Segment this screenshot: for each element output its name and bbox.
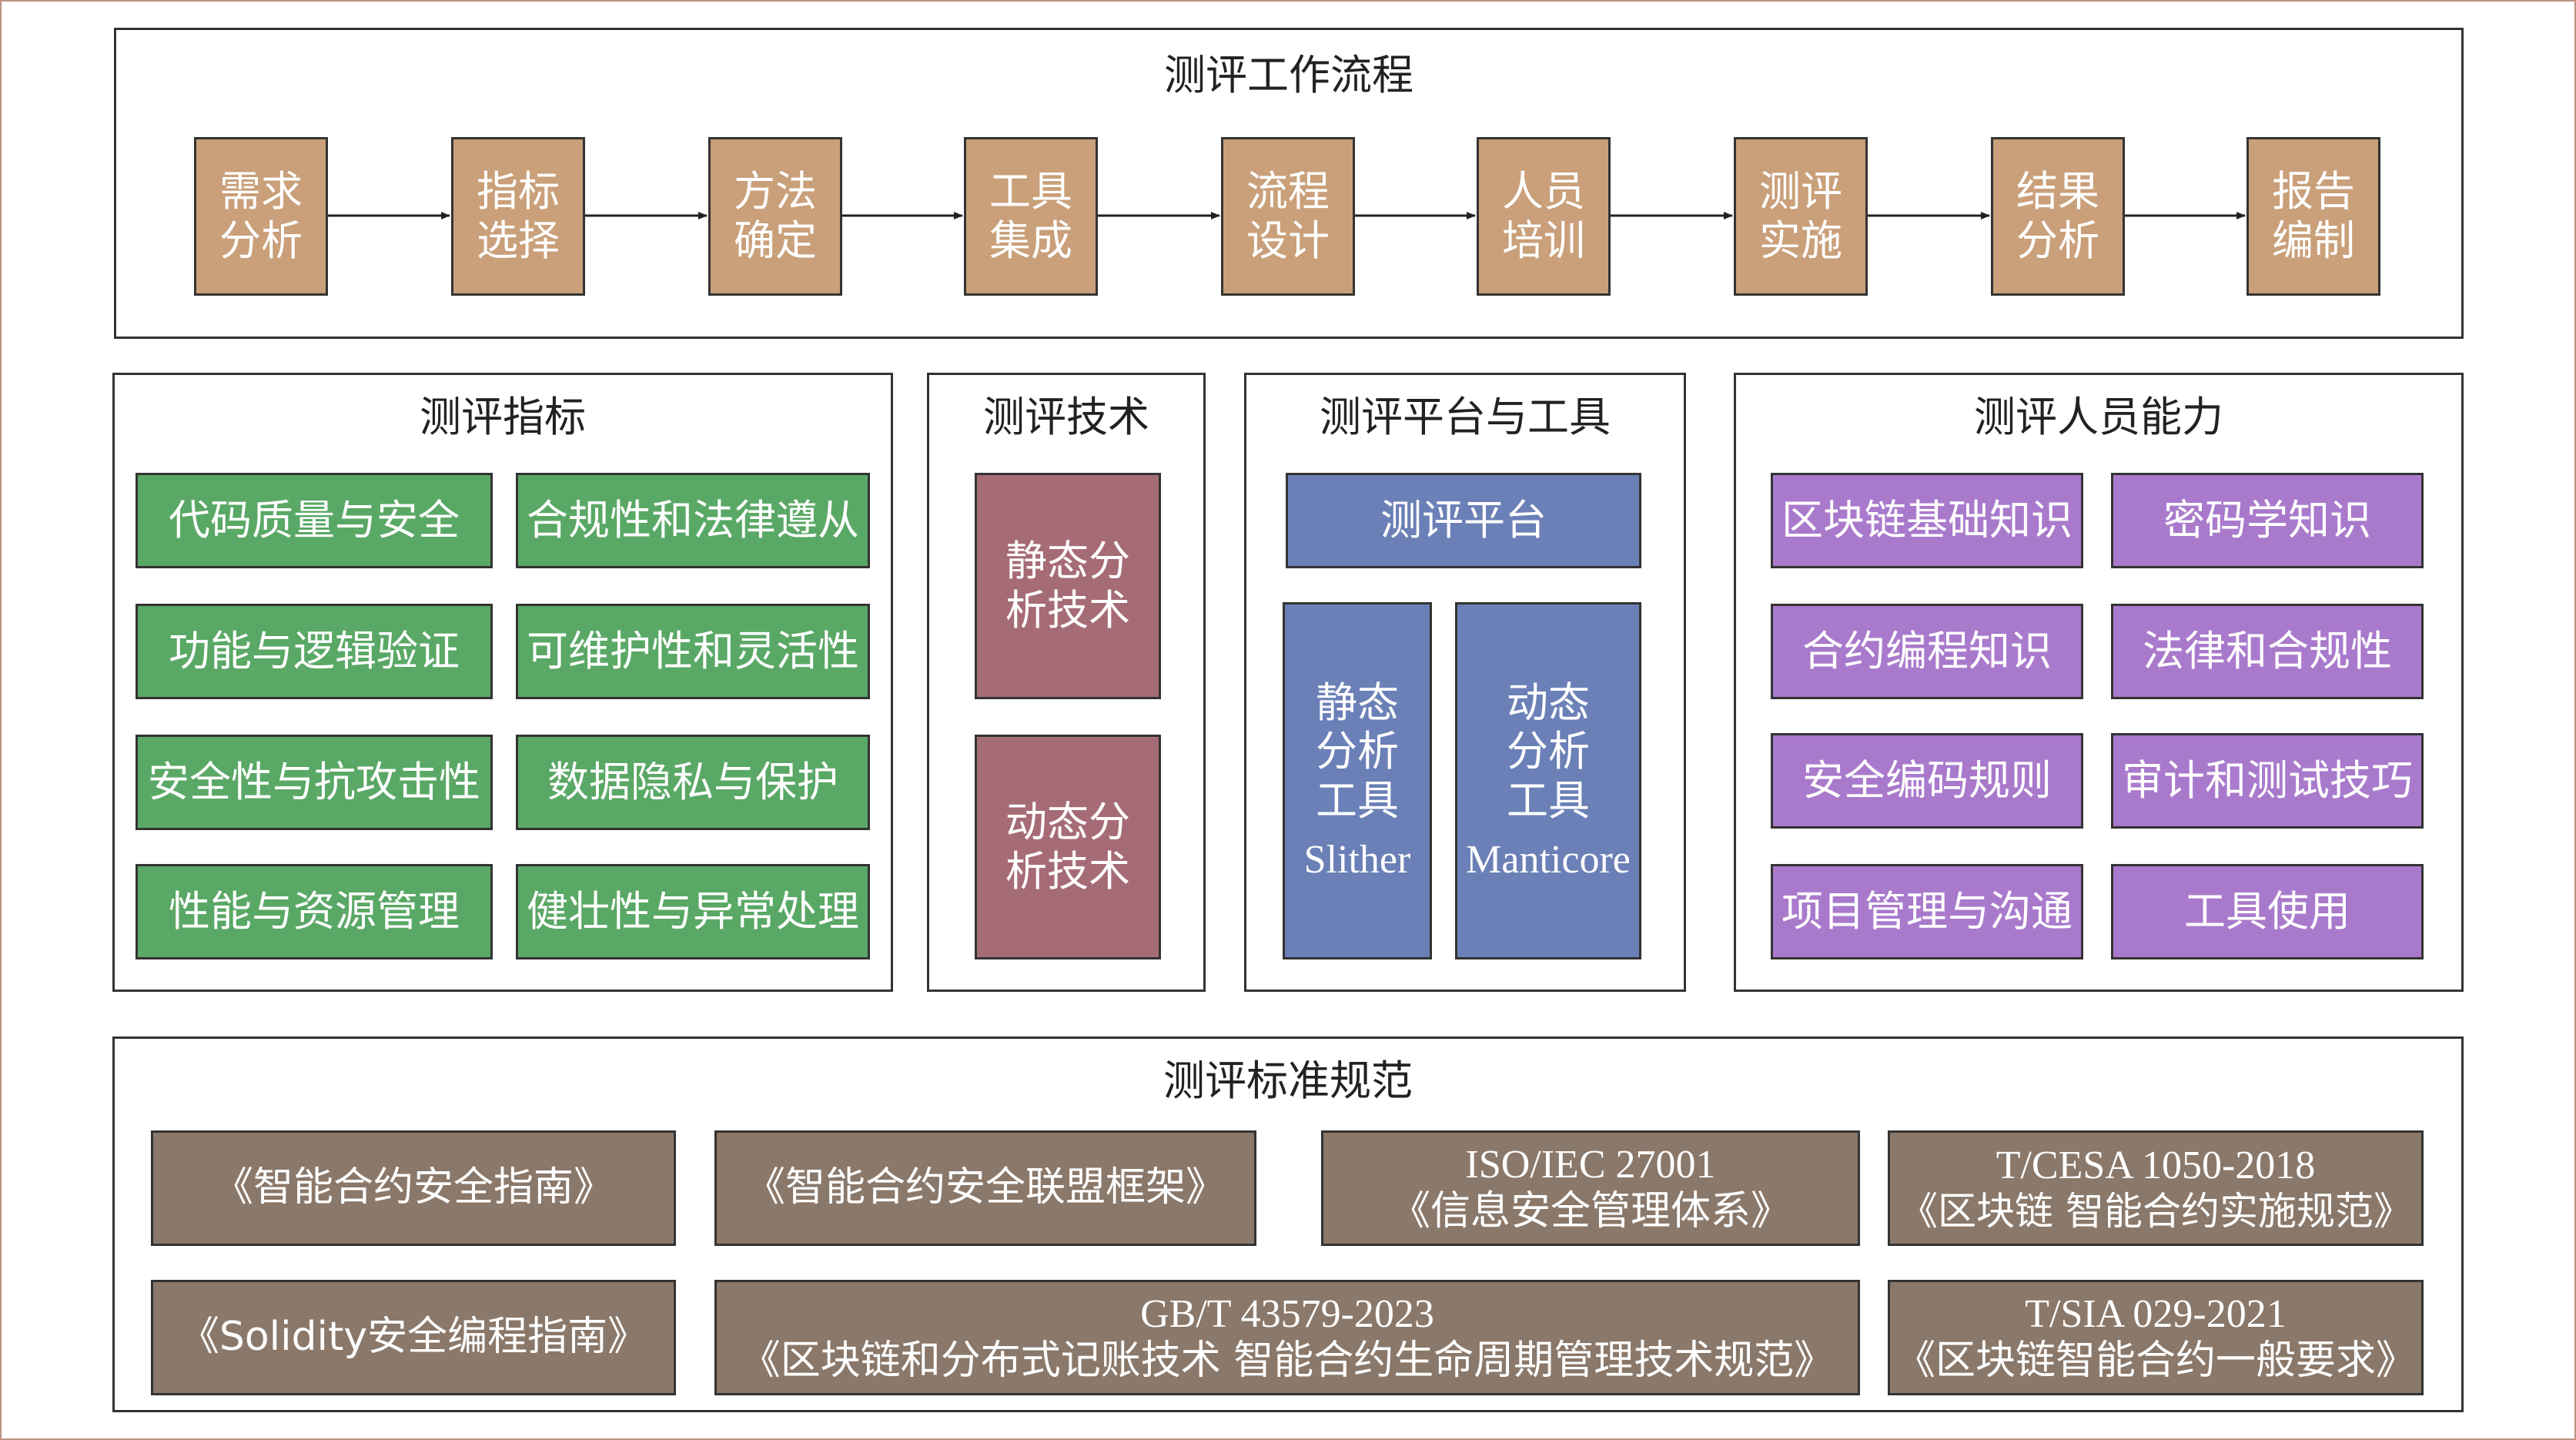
tool-line2: 分析: [1316, 727, 1399, 776]
workflow-step: 方法 确定: [708, 137, 842, 296]
standard-item: T/SIA 029-2021 《区块链智能合约一般要求》: [1888, 1280, 2424, 1395]
tool-line1: 静态: [1316, 678, 1399, 727]
standard-code: GB/T 43579-2023: [1140, 1291, 1434, 1336]
indicator-item: 代码质量与安全: [135, 473, 493, 568]
step-line2: 分析: [219, 216, 303, 265]
standard-code: T/SIA 029-2021: [2025, 1291, 2287, 1336]
standard-name: 《智能合约安全联盟框架》: [744, 1164, 1226, 1211]
technique-line2: 析技术: [1005, 586, 1130, 635]
indicator-item: 合规性和法律遵从: [516, 473, 870, 568]
indicators-title: 测评指标: [420, 393, 586, 441]
workflow-step: 人员 培训: [1477, 137, 1611, 296]
technique-item: 静态分 析技术: [975, 473, 1161, 699]
standard-item: 《智能合约安全指南》: [151, 1130, 676, 1246]
indicator-item: 可维护性和灵活性: [516, 604, 870, 699]
step-line1: 测评: [1759, 167, 1842, 216]
standard-item: 《智能合约安全联盟框架》: [714, 1130, 1256, 1246]
step-line2: 选择: [477, 216, 560, 265]
step-line2: 培训: [1502, 216, 1585, 265]
personnel-item: 合约编程知识: [1771, 604, 2083, 699]
tool-line2: 分析: [1507, 727, 1590, 776]
personnel-item: 工具使用: [2111, 864, 2424, 959]
platform-title: 测评平台与工具: [1320, 393, 1611, 441]
personnel-item: 项目管理与沟通: [1771, 864, 2083, 959]
indicator-item: 安全性与抗攻击性: [135, 735, 493, 830]
personnel-item: 区块链基础知识: [1771, 473, 2083, 568]
standard-item: GB/T 43579-2023 《区块链和分布式记账技术 智能合约生命周期管理技…: [714, 1280, 1860, 1395]
step-line1: 方法: [734, 167, 817, 216]
standard-item: 《Solidity安全编程指南》: [151, 1280, 676, 1395]
workflow-step: 测评 实施: [1734, 137, 1868, 296]
tool-name: Manticore: [1466, 837, 1631, 882]
workflow-step: 流程 设计: [1221, 137, 1355, 296]
tool-item: 静态 分析 工具 Slither: [1283, 602, 1432, 959]
technique-item: 动态分 析技术: [975, 735, 1161, 959]
standard-name: 《区块链 智能合约实施规范》: [1899, 1189, 2412, 1234]
indicator-item: 性能与资源管理: [135, 864, 493, 959]
standard-code: T/CESA 1050-2018: [1996, 1143, 2316, 1187]
standard-name: 《信息安全管理体系》: [1390, 1188, 1791, 1234]
step-line2: 确定: [734, 216, 817, 265]
standard-item: ISO/IEC 27001 《信息安全管理体系》: [1321, 1130, 1860, 1246]
personnel-item: 密码学知识: [2111, 473, 2424, 568]
step-line1: 工具: [989, 167, 1072, 216]
standard-name: 《智能合约安全指南》: [212, 1164, 614, 1211]
platform-box: 测评平台: [1286, 473, 1641, 568]
step-line1: 需求: [219, 167, 303, 216]
indicator-item: 数据隐私与保护: [516, 735, 870, 830]
workflow-step: 结果 分析: [1991, 137, 2125, 296]
step-line2: 实施: [1759, 216, 1842, 265]
technique-line1: 动态分: [1005, 798, 1130, 847]
technique-line2: 析技术: [1005, 847, 1130, 896]
workflow-step: 报告 编制: [2246, 137, 2380, 296]
tool-line3: 工具: [1316, 776, 1399, 825]
personnel-title: 测评人员能力: [1974, 393, 2223, 441]
tool-line1: 动态: [1507, 678, 1590, 727]
personnel-item: 法律和合规性: [2111, 604, 2424, 699]
standard-item: T/CESA 1050-2018 《区块链 智能合约实施规范》: [1888, 1130, 2424, 1246]
step-line1: 人员: [1502, 167, 1585, 216]
standard-code: ISO/IEC 27001: [1465, 1142, 1716, 1187]
personnel-item: 安全编码规则: [1771, 733, 2083, 829]
standard-name: 《区块链智能合约一般要求》: [1895, 1338, 2416, 1384]
workflow-step: 需求 分析: [194, 137, 328, 296]
standard-name: 《区块链和分布式记账技术 智能合约生命周期管理技术规范》: [740, 1338, 1835, 1384]
step-line2: 集成: [989, 216, 1072, 265]
step-line1: 结果: [2016, 167, 2099, 216]
indicator-item: 健壮性与异常处理: [516, 864, 870, 959]
workflow-step: 工具 集成: [964, 137, 1098, 296]
step-line1: 报告: [2272, 167, 2355, 216]
technique-line1: 静态分: [1005, 537, 1130, 586]
step-line1: 流程: [1246, 167, 1330, 216]
step-line2: 分析: [2016, 216, 2099, 265]
standard-name: 《Solidity安全编程指南》: [179, 1314, 648, 1361]
tool-line3: 工具: [1507, 776, 1590, 825]
tool-item: 动态 分析 工具 Manticore: [1455, 602, 1641, 959]
step-line1: 指标: [477, 167, 560, 216]
workflow-step: 指标 选择: [451, 137, 585, 296]
techniques-title: 测评技术: [983, 393, 1149, 441]
personnel-item: 审计和测试技巧: [2111, 733, 2424, 829]
standards-title: 测评标准规范: [1163, 1057, 1413, 1105]
step-line2: 编制: [2272, 216, 2355, 265]
indicator-item: 功能与逻辑验证: [135, 604, 493, 699]
workflow-title: 测评工作流程: [1164, 51, 1413, 99]
tool-name: Slither: [1303, 837, 1411, 882]
step-line2: 设计: [1246, 216, 1330, 265]
